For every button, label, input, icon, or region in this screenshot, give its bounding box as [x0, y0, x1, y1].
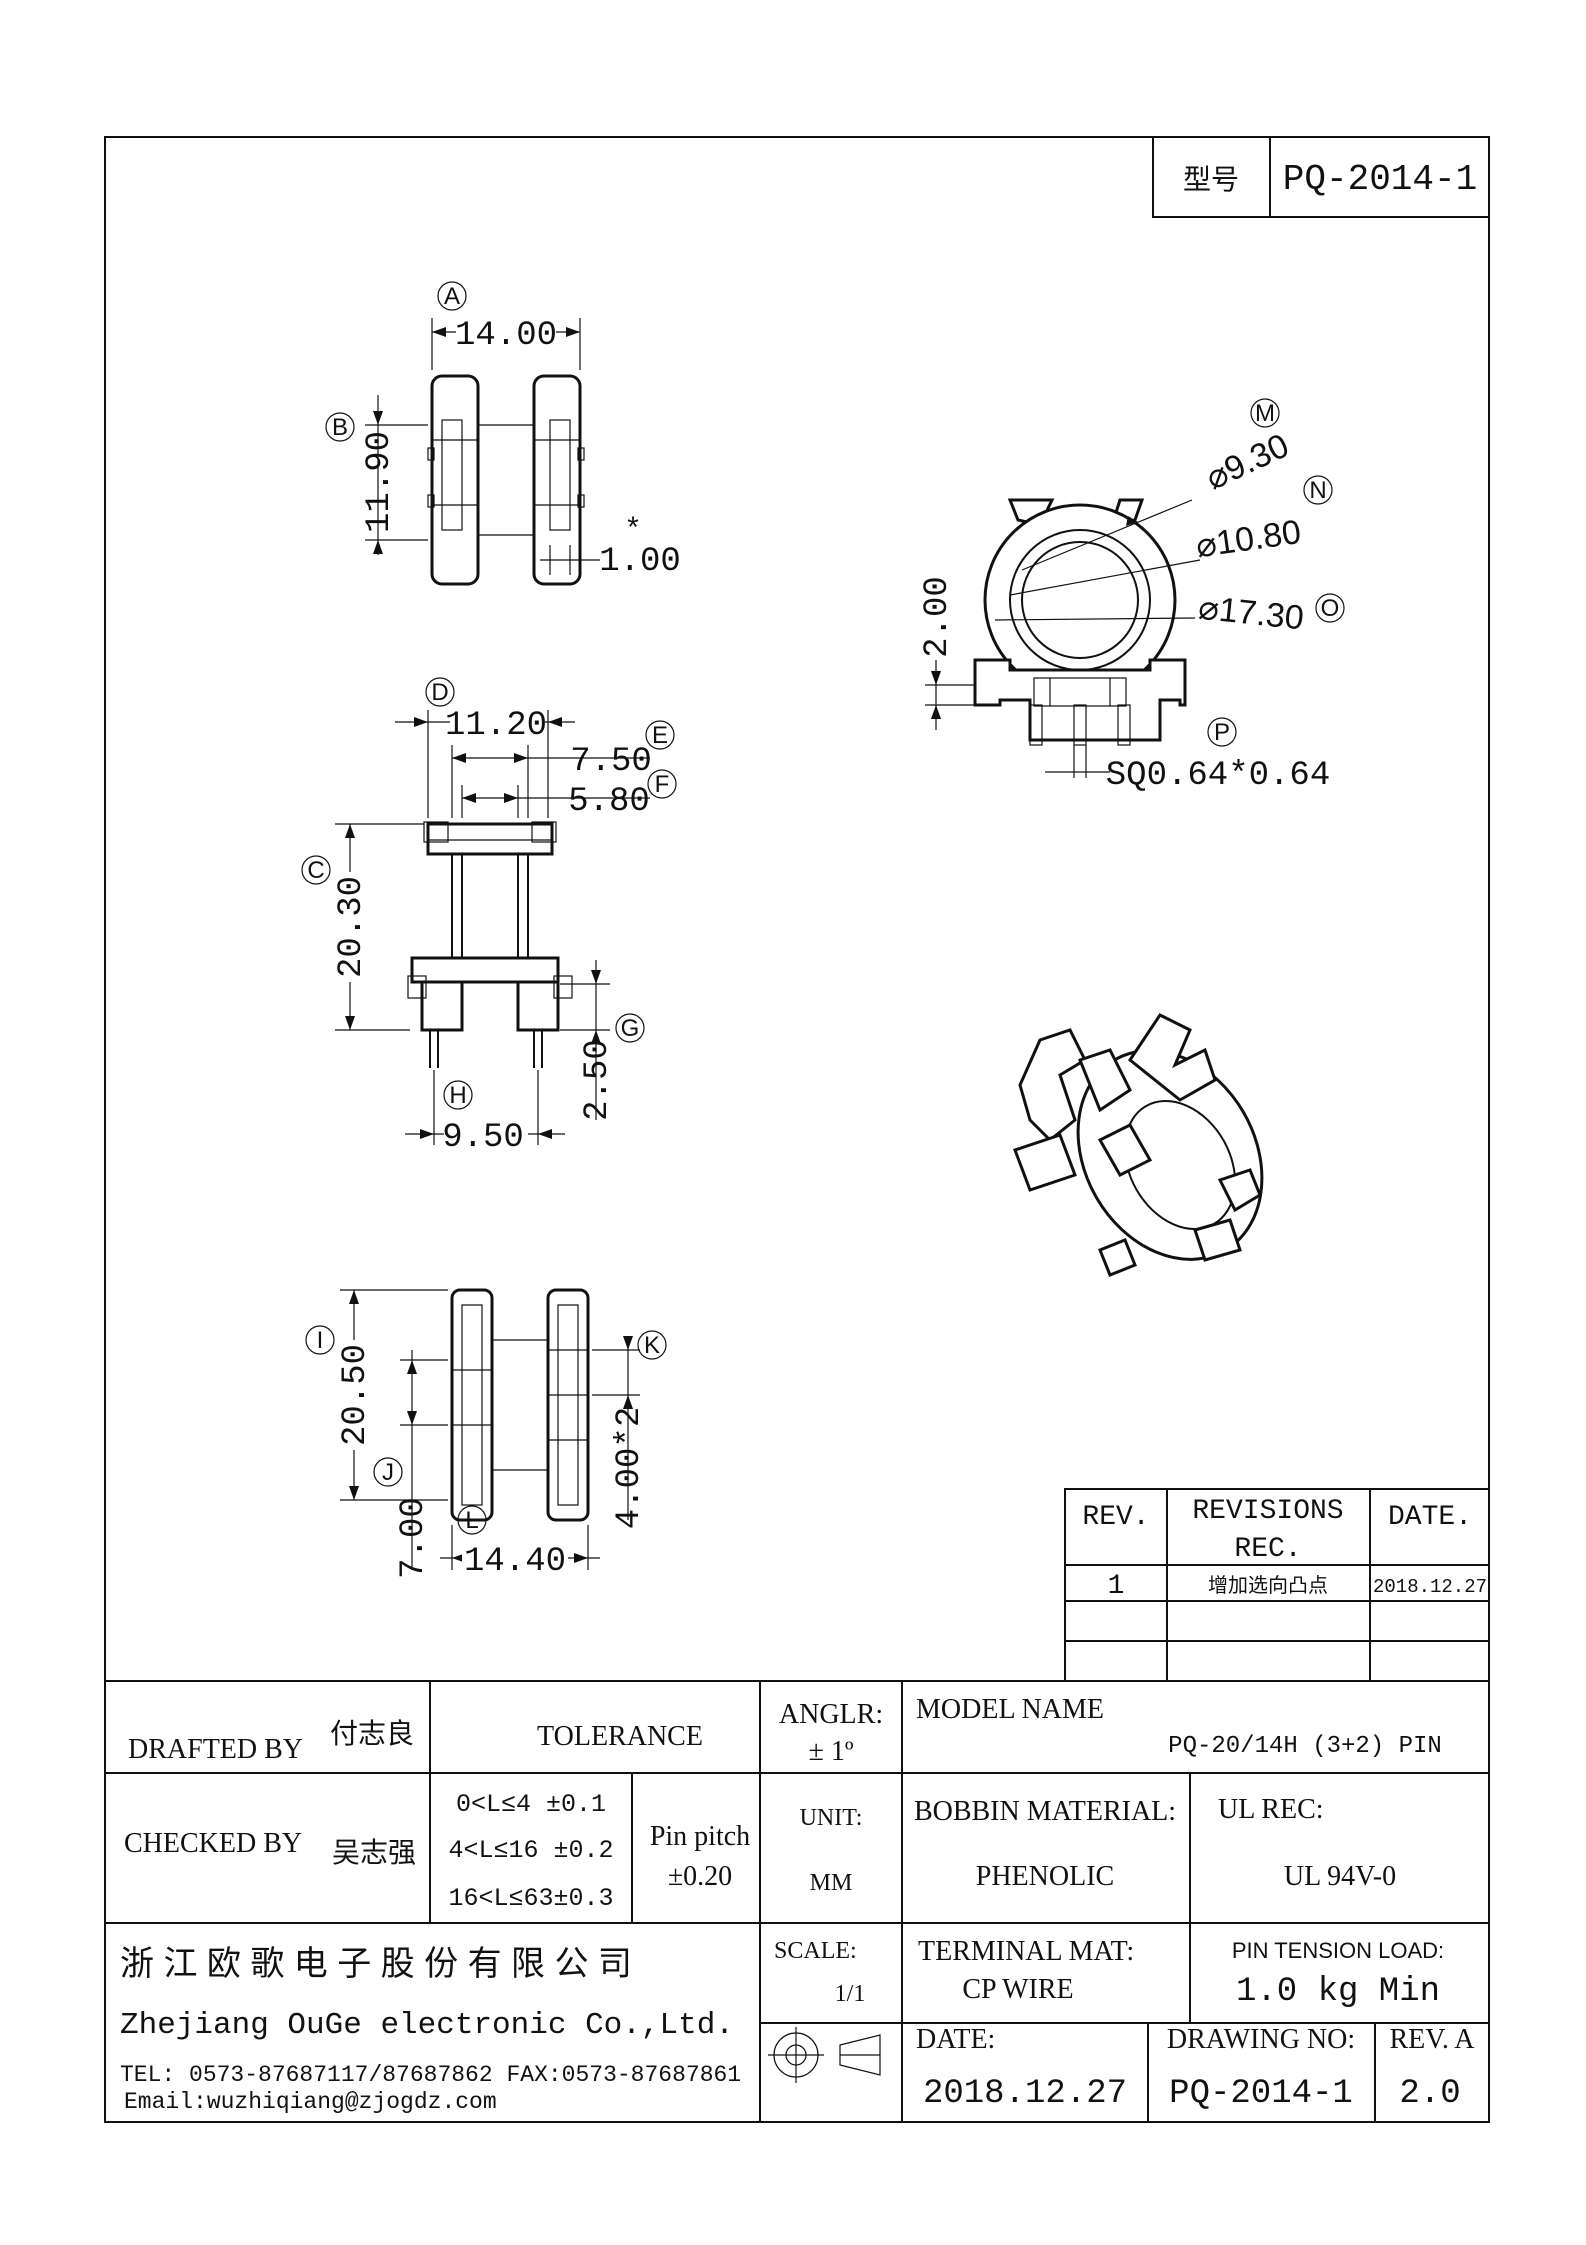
bottom-view: 20.50 I 7.00 J 4.00*2 K 14.40 L — [305, 1288, 667, 1581]
rev-row-1-rec: 增加选向凸点 — [1208, 1574, 1328, 1597]
marker-h: H — [449, 1082, 466, 1109]
title-block: DRAFTED BY 付志良 TOLERANCE ANGLR: ± 1º MOD… — [105, 1680, 1489, 2122]
model-name-value: PQ-20/14H (3+2) PIN — [1168, 1733, 1442, 1760]
pin-width-value: 1.00 — [599, 543, 681, 581]
rev-header-revisions: REVISIONS — [1192, 1496, 1343, 1527]
rev-header-date: DATE. — [1388, 1502, 1472, 1533]
model-box: 型号 PQ-2014-1 — [1152, 136, 1490, 218]
marker-l: L — [465, 1507, 478, 1534]
company-name-cn: 浙 江 欧 歌 电 子 股 份 有 限 公 司 — [120, 1945, 632, 1983]
marker-k: K — [644, 1332, 660, 1359]
company-email: Email:wuzhiqiang@zjogdz.com — [124, 2089, 497, 2115]
model-name-label: MODEL NAME — [916, 1694, 1104, 1725]
ul-rec-value: UL 94V-0 — [1284, 1861, 1396, 1892]
marker-o: O — [1321, 595, 1340, 622]
dim-i-value: 20.50 — [337, 1344, 375, 1446]
dim-m-value: ⌀9.30 — [1200, 426, 1295, 497]
anglr-value: ± 1º — [808, 1736, 853, 1767]
marker-d: D — [431, 679, 448, 706]
terminal-mat-value: CP WIRE — [962, 1974, 1073, 2005]
dim-g-value: 2.50 — [579, 1039, 617, 1121]
rev-row-1-date: 2018.12.27 — [1373, 1576, 1487, 1598]
anglr-label: ANGLR: — [779, 1699, 883, 1730]
dim-k-value: 4.00*2 — [611, 1407, 649, 1529]
drafted-by-name: 付志良 — [330, 1718, 414, 1749]
rev-header-rec: REC. — [1234, 1534, 1301, 1565]
marker-e: E — [652, 722, 668, 749]
marker-f: F — [655, 771, 670, 798]
dim-b-value: 11.90 — [361, 431, 399, 533]
top-view: 14.00 A 11.90 B * 1.00 — [325, 281, 681, 586]
tolerance-label: TOLERANCE — [537, 1721, 703, 1752]
rev-header-rev: REV. — [1082, 1502, 1149, 1533]
unit-label: UNIT: — [800, 1805, 863, 1831]
side-height-value: 2.00 — [919, 576, 957, 658]
bobbin-material-label: BOBBIN MATERIAL: — [914, 1796, 1176, 1827]
dim-o-value: ⌀17.30 — [1197, 589, 1306, 638]
pin-pitch-value: ±0.20 — [668, 1861, 732, 1892]
marker-g: G — [621, 1015, 640, 1042]
date-value: 2018.12.27 — [923, 2075, 1127, 2113]
dim-e-value: 7.50 — [570, 743, 652, 781]
date-label: DATE: — [916, 2024, 995, 2055]
dim-n-value: ⌀10.80 — [1194, 513, 1304, 565]
marker-j: J — [382, 1459, 394, 1486]
dim-d-value: 11.20 — [445, 707, 547, 745]
marker-n: N — [1309, 477, 1326, 504]
sheet-border — [104, 136, 1490, 2123]
tolerance-row-1: 0<L≤4 ±0.1 — [456, 1790, 606, 1819]
ul-rec-label: UL REC: — [1218, 1794, 1324, 1825]
drawing-no-value: PQ-2014-1 — [1169, 2075, 1353, 2113]
marker-m: M — [1255, 400, 1275, 427]
drawing-no-label: DRAWING NO: — [1167, 2024, 1355, 2055]
rev-value: 2.0 — [1399, 2075, 1460, 2113]
dim-h-value: 9.50 — [442, 1119, 524, 1157]
pin-tension-label: PIN TENSION LOAD: — [1232, 1938, 1444, 1963]
marker-p: P — [1214, 719, 1230, 746]
dim-a-value: 14.00 — [455, 317, 557, 355]
drafted-by-label: DRAFTED BY — [128, 1734, 303, 1765]
rev-row-1-rev: 1 — [1108, 1571, 1125, 1602]
tolerance-row-3: 16<L≤63±0.3 — [448, 1884, 613, 1913]
revision-table: REV. REVISIONS REC. DATE. 1 增加选向凸点 2018.… — [1064, 1488, 1490, 1682]
marker-c: C — [307, 857, 324, 884]
marker-b: B — [332, 414, 348, 441]
asterisk-mark: * — [624, 514, 642, 548]
scale-label: SCALE: — [774, 1938, 857, 1964]
tolerance-row-2: 4<L≤16 ±0.2 — [448, 1836, 613, 1865]
checked-by-label: CHECKED BY — [124, 1828, 302, 1859]
marker-a: A — [444, 283, 460, 310]
dim-c-value: 20.30 — [333, 876, 371, 978]
dim-j-value: 7.00 — [395, 1497, 433, 1579]
checked-by-name: 吴志强 — [332, 1837, 416, 1868]
model-box-value: PQ-2014-1 — [1283, 159, 1477, 200]
isometric-view — [1013, 1013, 1264, 1277]
dim-l-value: 14.40 — [464, 1543, 566, 1581]
model-box-label: 型号 — [1183, 164, 1239, 196]
scale-value: 1/1 — [835, 1981, 866, 2007]
side-view: ⌀9.30 ⌀10.80 ⌀17.30 M N O 2.00 SQ0.64*0.… — [919, 398, 1345, 795]
terminal-mat-label: TERMINAL MAT: — [918, 1936, 1134, 1967]
marker-i: I — [317, 1327, 324, 1354]
bobbin-material-value: PHENOLIC — [976, 1861, 1114, 1892]
company-tel: TEL: 0573-87687117/87687862 FAX:0573-876… — [120, 2062, 741, 2088]
front-view: 11.20 D 7.50 E 5.80 F 20.30 C — [301, 677, 677, 1157]
pin-square-value: SQ0.64*0.64 — [1106, 757, 1330, 795]
company-name-en: Zhejiang OuGe electronic Co.,Ltd. — [120, 2008, 734, 2043]
unit-value: MM — [810, 1870, 853, 1896]
rev-label: REV. A — [1389, 2024, 1475, 2055]
pin-pitch-label: Pin pitch — [650, 1821, 750, 1852]
projection-symbol-icon — [768, 2027, 881, 2083]
pin-tension-value: 1.0 kg Min — [1236, 1973, 1440, 2011]
dim-f-value: 5.80 — [568, 783, 650, 821]
